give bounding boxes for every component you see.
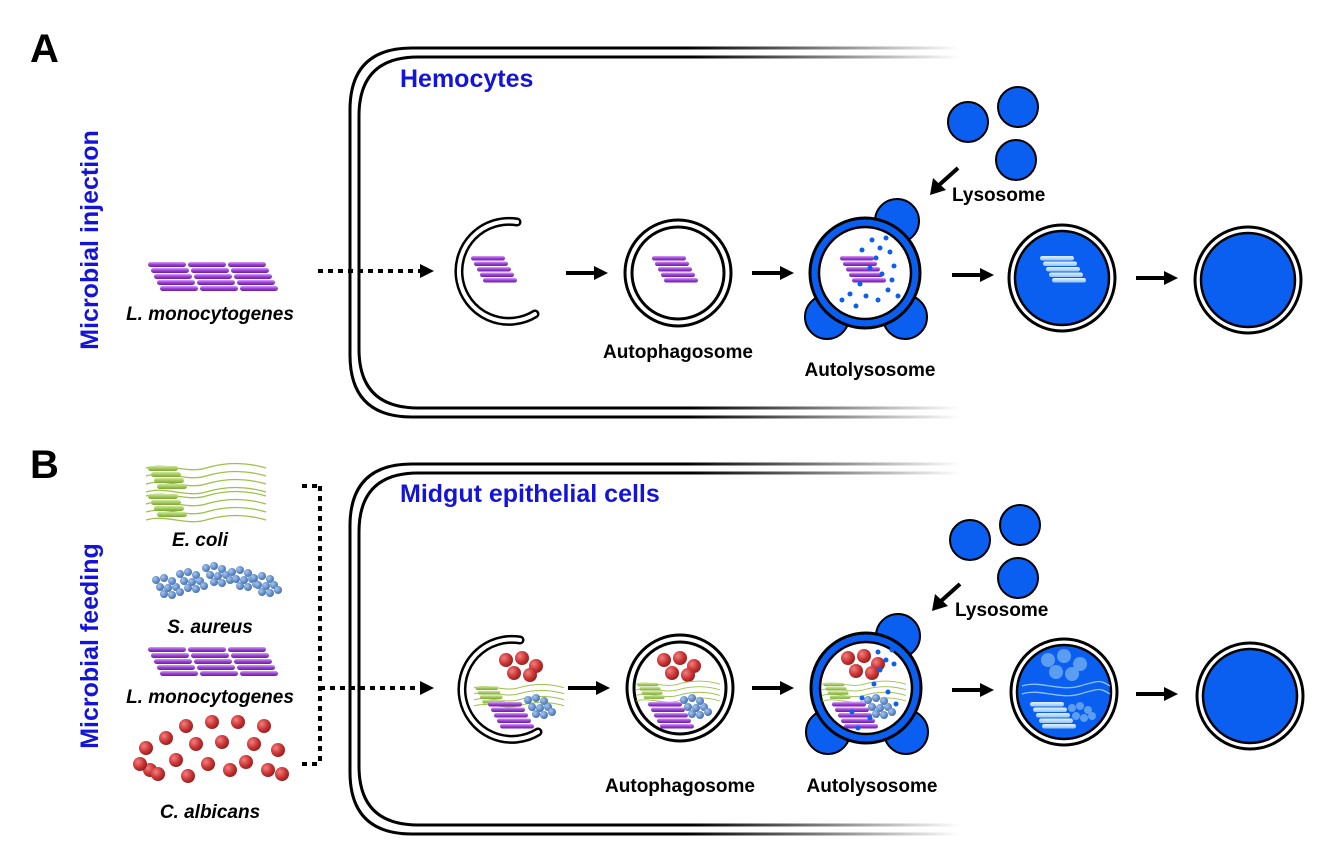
- arrow-icon: [950, 266, 996, 284]
- hemocyte-cell-membrane: [348, 46, 960, 419]
- arrow-icon: [750, 264, 796, 282]
- hemocytes-title: Hemocytes: [400, 65, 533, 93]
- calbicans-label: C. albicans: [160, 802, 260, 823]
- autolysosome-a: [803, 197, 929, 341]
- autophagosome-a: [623, 218, 733, 328]
- microbial-feeding-label: Microbial feeding: [76, 543, 104, 749]
- autophagosome-label-b: Autophagosome: [605, 776, 755, 797]
- panel-a-letter: A: [30, 27, 59, 71]
- ecoli-bacteria-icon: [145, 462, 267, 523]
- saureus-bacteria-icon: [152, 562, 282, 599]
- degrading-autolysosome-b: [1009, 637, 1119, 747]
- autolysosome-label-a: Autolysosome: [805, 360, 936, 381]
- panel-a: A Microbial injection Hemocytes L. monoc…: [30, 27, 1303, 419]
- listeria-bacteria-icon: [148, 647, 278, 676]
- lysosome-label-b: Lysosome: [955, 600, 1048, 621]
- lysosome-group-icon: [947, 86, 1039, 181]
- arrow-icon: [1134, 685, 1180, 703]
- arrow-icon: [566, 679, 612, 697]
- arrow-icon: [564, 264, 610, 282]
- arrow-icon: [1134, 269, 1180, 287]
- lysosome-final-a: [1193, 225, 1303, 335]
- phagophore-b: [462, 639, 565, 739]
- calbicans-yeast-icon: [133, 715, 289, 783]
- arrow-icon: [950, 681, 996, 699]
- autophagosome-label-a: Autophagosome: [603, 342, 753, 363]
- autophagosome-b: [625, 633, 735, 743]
- ecoli-label: E. coli: [172, 530, 229, 551]
- lysosome-arrow-a: [930, 166, 960, 195]
- autolysosome-b: [804, 612, 930, 756]
- phagophore-a: [459, 221, 535, 321]
- lysosome-final-b: [1195, 641, 1305, 751]
- midgut-title: Midgut epithelial cells: [400, 480, 660, 508]
- listeria-bacteria-icon: [148, 262, 278, 291]
- degrading-autolysosome-a: [1007, 223, 1117, 333]
- dotted-arrow-a: [318, 264, 434, 278]
- lysosome-group-icon: [949, 504, 1041, 599]
- saureus-label: S. aureus: [167, 617, 253, 638]
- listeria-label-b: L. monocytogenes: [126, 687, 294, 708]
- lysosome-arrow-b: [932, 582, 962, 611]
- panel-b-letter: B: [30, 443, 59, 487]
- microbial-injection-label: Microbial injection: [76, 130, 104, 349]
- midgut-cell-membrane: [348, 462, 960, 836]
- panel-b: B Microbial feeding Midgut epithelial ce…: [30, 443, 1305, 836]
- autolysosome-label-b: Autolysosome: [807, 776, 938, 797]
- dotted-bracket-b: [302, 484, 434, 766]
- listeria-label-a: L. monocytogenes: [126, 304, 294, 325]
- lysosome-label-a: Lysosome: [952, 185, 1045, 206]
- arrow-icon: [750, 679, 796, 697]
